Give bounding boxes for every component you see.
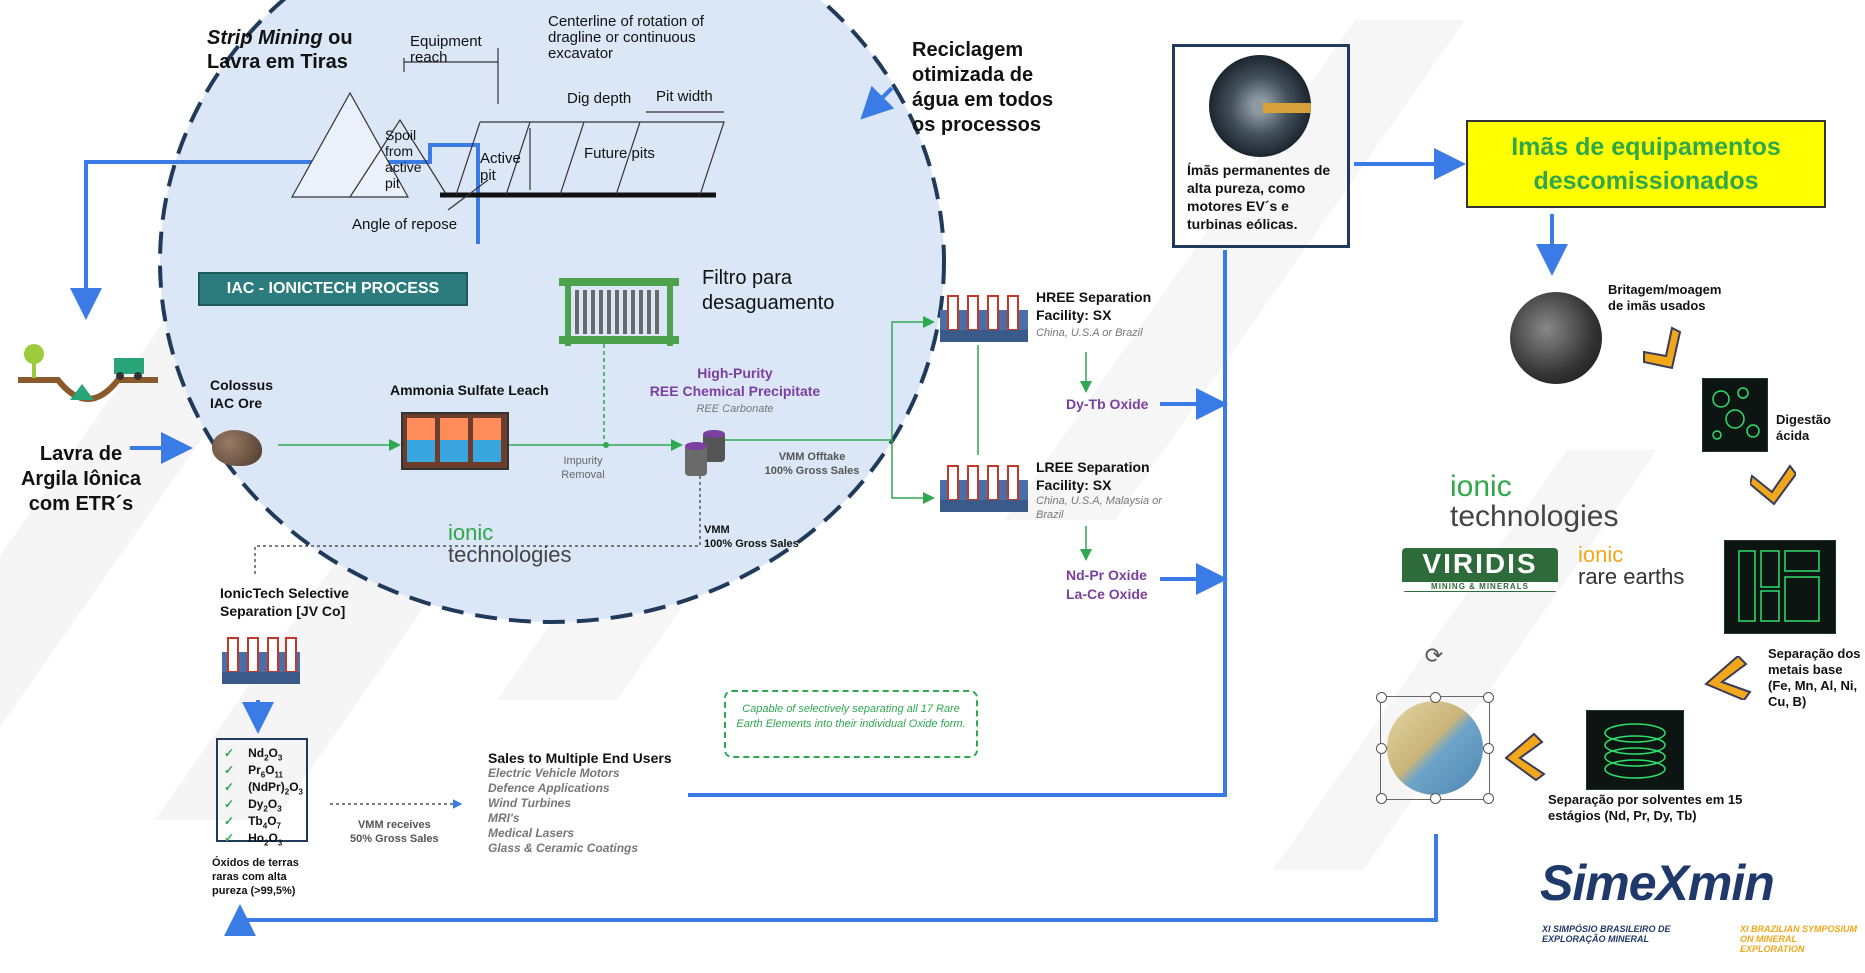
- check-icon: ✓: [224, 746, 235, 760]
- active-pit-label: Active pit: [480, 150, 521, 184]
- sales-item: MRI's: [488, 811, 520, 825]
- oxide-item: ✓(NdPr)2O3: [224, 780, 303, 797]
- lree-facility-icon: [938, 460, 1030, 516]
- simexmin-logo: SimeXmin XI SIMPÓSIO BRASILEIRO DE EXPLO…: [1540, 855, 1858, 954]
- oxides-checklist: ✓Nd2O3✓Pr6O11✓(NdPr)2O3✓Dy2O3✓Tb4O7✓Ho2O…: [216, 738, 308, 847]
- oxidos-caption: Óxidos de terras raras com alta pureza (…: [212, 857, 299, 897]
- precipitate-barrels-icon: [683, 430, 727, 478]
- check-icon: ✓: [224, 814, 235, 828]
- separacao-solventes-label: Separação por solventes em 15 estágios (…: [1548, 792, 1743, 823]
- check-icon: ✓: [224, 831, 235, 845]
- ionic-technologies-logo-center: ionic technologies: [448, 520, 572, 567]
- selective-separation-icon: [220, 632, 312, 688]
- sales-block: Sales to Multiple End Users Electric Veh…: [488, 750, 672, 856]
- colossus-label: Colossus IAC Ore: [210, 377, 274, 411]
- sales-item: Wind Turbines: [488, 796, 572, 810]
- lavra-text: Lavra de Argila Iônica com ETR´s: [20, 443, 142, 515]
- capable-note: Capable of selectively separating all 17…: [724, 690, 978, 758]
- crushed-magnets-image: [1510, 292, 1602, 384]
- oxide-item: ✓Dy2O3: [224, 797, 282, 814]
- check-icon: ✓: [224, 797, 235, 811]
- future-pits-label: Future pits: [584, 145, 655, 162]
- check-icon: ✓: [224, 763, 235, 777]
- reciclagem-text: Reciclagem otimizada de água em todos os…: [912, 39, 1054, 136]
- reciclagem-arrow: [860, 85, 895, 120]
- hree-facility-icon: [938, 290, 1030, 346]
- britagem-label: Britagem/moagem de imãs usados: [1608, 282, 1722, 313]
- separacao-metais-label: Separação dos metais base (Fe, Mn, Al, N…: [1768, 646, 1861, 709]
- ionic-rare-earths-logo: ionic rare earths: [1578, 542, 1685, 589]
- oxide-item: ✓Ho2O3: [224, 831, 283, 848]
- recycled-magnet-image[interactable]: [1376, 692, 1494, 804]
- digestao-label: Digestão ácida: [1776, 412, 1831, 443]
- equipment-reach-label: Equipment reach: [410, 33, 482, 66]
- ionic-technologies-logo-right: ionic technologies: [1450, 470, 1619, 533]
- filter-press-icon: [555, 266, 685, 348]
- imas-equip-box: Imãs de equipamentos descomissionados: [1466, 120, 1826, 208]
- oxide-item: ✓Pr6O11: [224, 763, 284, 780]
- imas-box: Ímãs permanentes de alta pureza, como mo…: [1172, 44, 1350, 248]
- impurity-label: Impurity Removal: [561, 455, 605, 481]
- chevron-icon-3: [1704, 654, 1752, 702]
- metal-separation-icon: [1724, 540, 1836, 634]
- oxide-item: ✓Tb4O7: [224, 814, 281, 831]
- sales-title: Sales to Multiple End Users: [488, 750, 672, 766]
- digestion-icon: [1702, 378, 1768, 452]
- rotate-handle-icon[interactable]: ⟳: [1424, 643, 1444, 668]
- mining-site-icon: [18, 344, 158, 424]
- dy-tb-oxide: Dy-Tb Oxide: [1066, 396, 1149, 412]
- chevron-icon-1: [1640, 322, 1682, 372]
- ammonia-label: Ammonia Sulfate Leach: [390, 382, 549, 398]
- chevron-icon-4: [1504, 732, 1550, 782]
- angle-repose-label: Angle of repose: [352, 216, 458, 233]
- centerline-label: Centerline of rotation of dragline or co…: [548, 13, 704, 62]
- sales-item: Defence Applications: [488, 781, 610, 795]
- strip-mining-sketch: [290, 48, 725, 211]
- spoil-label: Spoil from active pit: [385, 127, 422, 191]
- strip-mining-title: Strip Mining ou Lavra em Tiras: [207, 27, 353, 73]
- filtro-text: Filtro para desaguamento: [702, 267, 835, 314]
- pit-width-label: Pit width: [656, 88, 713, 105]
- imas-box-text: Ímãs permanentes de alta pureza, como mo…: [1187, 162, 1331, 232]
- sales-item: Medical Lasers: [488, 826, 575, 840]
- check-icon: ✓: [224, 780, 235, 794]
- oxide-item: ✓Nd2O3: [224, 746, 283, 763]
- leach-tanks-icon: [401, 412, 509, 470]
- viridis-logo: VIRIDIS MINING & MINERALS: [1402, 548, 1558, 592]
- solvent-separation-icon: [1586, 710, 1684, 790]
- motor-image: [1209, 55, 1311, 157]
- sales-item: Glass & Ceramic Coatings: [488, 841, 639, 855]
- ore-rock-icon: [212, 430, 262, 466]
- recycle-arrow: [70, 143, 480, 320]
- sales-item: Electric Vehicle Motors: [488, 766, 620, 780]
- dig-depth-label: Dig depth: [567, 90, 632, 107]
- chevron-icon-2: [1748, 462, 1798, 506]
- iac-process-badge: IAC - IONICTECH PROCESS: [198, 272, 468, 306]
